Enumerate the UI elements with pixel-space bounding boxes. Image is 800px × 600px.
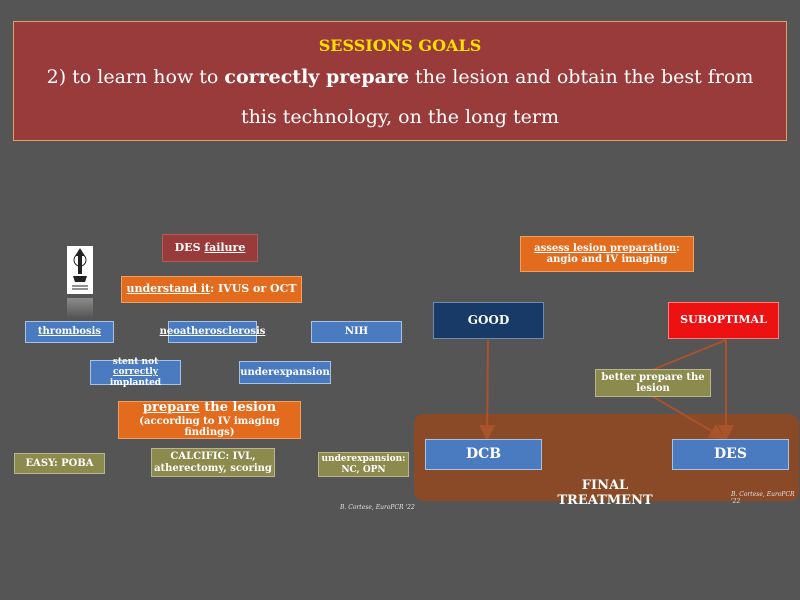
arrow-suboptimal-better	[651, 339, 727, 371]
goal-prefix: 2) to learn how to	[46, 66, 225, 88]
header-title: SESSIONS GOALS	[318, 36, 482, 55]
thrombosis-box: thrombosis	[25, 321, 114, 343]
nih-box: NIH	[311, 321, 402, 343]
lighthouse-logo-icon	[67, 246, 93, 294]
good-box: GOOD	[433, 302, 544, 339]
session-goals-header: SESSIONS GOALS 2) to learn how to correc…	[13, 21, 787, 141]
understand-box: understand it: IVUS or OCT	[121, 276, 302, 303]
calcific-box: CALCIFIC: IVL, atherectomy, scoring	[151, 448, 275, 477]
stent-not-correctly-implanted-box: stent not correctly implanted	[90, 357, 181, 388]
arrow-better-des	[651, 395, 726, 440]
logo-reflection	[67, 298, 93, 318]
header-goal-text: 2) to learn how to correctly prepare the…	[44, 57, 756, 137]
assess-lesion-preparation-box: assess lesion preparation: angio and IV …	[520, 236, 694, 272]
underexpansion-nc-opn-box: underexpansion: NC, OPN	[318, 452, 409, 477]
right-credit: B. Cortese, EuroPCR '22	[731, 491, 795, 505]
suboptimal-box: SUBOPTIMAL	[668, 302, 779, 339]
neoatherosclerosis-box: neoatherosclerosis	[160, 321, 265, 343]
des-failure-box: DES failure	[162, 234, 258, 262]
dcb-box: DCB	[425, 439, 542, 470]
des-box: DES	[672, 439, 789, 470]
arrow-good-dcb	[479, 339, 496, 441]
underexpansion-box: underexpansion	[239, 361, 331, 384]
better-prepare-lesion-box: better prepare the lesion	[595, 369, 711, 397]
easy-poba-box: EASY: POBA	[14, 453, 105, 474]
left-credit: B. Cortese, EuroPCR '22	[340, 504, 415, 511]
final-treatment-label: FINAL TREATMENT	[557, 478, 653, 508]
prepare-lesion-box: prepare the lesion (according to IV imag…	[118, 400, 301, 439]
goal-bold: correctly prepare	[224, 66, 410, 88]
goal-suffix: the lesion and obtain the best from this…	[241, 66, 754, 128]
